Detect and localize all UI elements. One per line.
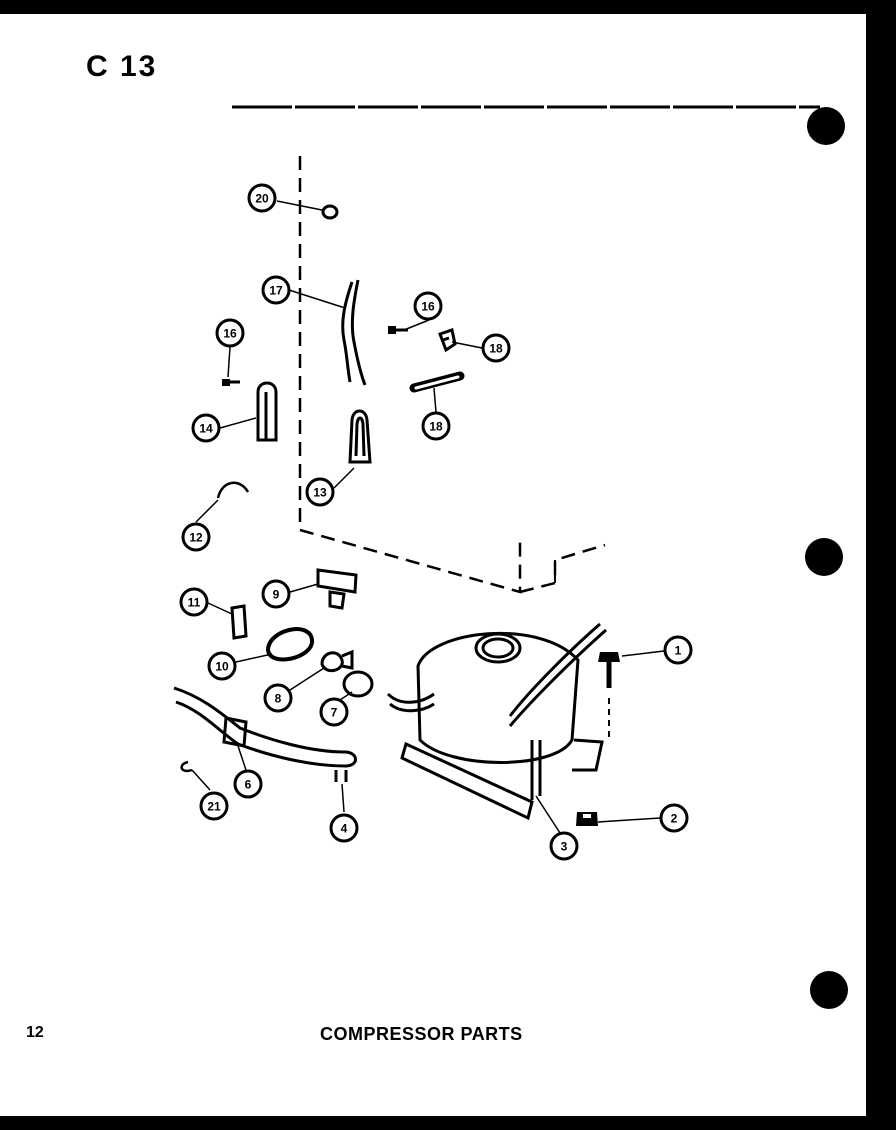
- part-channel: [173, 686, 357, 782]
- callout-circle: [329, 813, 359, 843]
- callout-2: 2: [659, 803, 689, 833]
- callout-circle: [191, 413, 221, 443]
- callout-10: 10: [207, 651, 237, 681]
- page-code: C 13: [86, 50, 158, 83]
- punch-hole-bottom: [810, 971, 848, 1009]
- callout-6: 6: [233, 769, 263, 799]
- part-wire-harness: [341, 279, 367, 386]
- part-bolt: [598, 652, 620, 688]
- callout-number: 3: [561, 840, 568, 854]
- page-edge: [805, 14, 896, 1130]
- callout-21: 21: [199, 791, 229, 821]
- callout-number: 10: [215, 660, 229, 674]
- page-caption: COMPRESSOR PARTS: [320, 1024, 523, 1044]
- part-spring-clip: [230, 604, 248, 640]
- punch-hole-middle: [805, 538, 843, 576]
- leader-lines: [191, 200, 665, 837]
- callout-20: 20: [247, 183, 277, 213]
- punch-hole-top: [807, 107, 845, 145]
- callout-circle: [207, 651, 237, 681]
- callout-circle: [215, 318, 245, 348]
- callout-12: 12: [181, 522, 211, 552]
- callout-number: 6: [245, 778, 252, 792]
- part-clip: [438, 328, 457, 353]
- callout-circle: [319, 697, 349, 727]
- callout-17: 17: [261, 275, 291, 305]
- callout-number: 18: [429, 420, 443, 434]
- callout-circle: [421, 411, 451, 441]
- callout-circle: [261, 275, 291, 305]
- part-overload: [320, 649, 354, 673]
- callout-circle: [549, 831, 579, 861]
- part-u-bracket: [348, 409, 372, 464]
- callout-14: 14: [191, 413, 221, 443]
- callout-18: 18: [481, 333, 511, 363]
- callout-circle: [233, 769, 263, 799]
- callout-number: 7: [331, 706, 338, 720]
- callout-3: 3: [549, 831, 579, 861]
- callout-number: 17: [269, 284, 283, 298]
- callout-circle: [659, 803, 689, 833]
- callout-18: 18: [421, 411, 451, 441]
- part-grommet: [576, 812, 598, 826]
- callout-circle: [263, 683, 293, 713]
- callout-number: 20: [255, 192, 269, 206]
- part-compressor: [386, 622, 607, 821]
- callout-number: 8: [275, 692, 282, 706]
- callout-number: 9: [273, 588, 280, 602]
- part-plug: [321, 204, 339, 220]
- part-wire-clip: [216, 481, 250, 499]
- callout-circle: [305, 477, 335, 507]
- callout-circle: [181, 522, 211, 552]
- callout-circle: [247, 183, 277, 213]
- callout-16: 16: [413, 291, 443, 321]
- part-cap: [342, 670, 374, 698]
- page-number: 12: [26, 1024, 44, 1041]
- callout-number: 18: [489, 342, 503, 356]
- callout-11: 11: [179, 587, 209, 617]
- callout-number: 21: [207, 800, 221, 814]
- callout-1: 1: [663, 635, 693, 665]
- callout-circle: [179, 587, 209, 617]
- callout-number: 13: [313, 486, 327, 500]
- callout-4: 4: [329, 813, 359, 843]
- part-tube: [409, 371, 465, 393]
- part-bracket: [256, 381, 278, 442]
- callout-circle: [413, 291, 443, 321]
- callout-number: 2: [671, 812, 678, 826]
- part-terminal-cover: [265, 627, 314, 662]
- callout-number: 14: [199, 422, 213, 436]
- callout-number: 16: [421, 300, 435, 314]
- callout-7: 7: [319, 697, 349, 727]
- callout-16: 16: [215, 318, 245, 348]
- callout-number: 16: [223, 327, 237, 341]
- callout-circle: [481, 333, 511, 363]
- callout-number: 4: [341, 822, 348, 836]
- callout-circle: [199, 791, 229, 821]
- callout-number: 11: [188, 596, 201, 610]
- callout-circle: [663, 635, 693, 665]
- callout-circle: [261, 579, 291, 609]
- part-screw-left: [222, 379, 240, 386]
- callout-number: 12: [189, 531, 203, 545]
- callout-8: 8: [263, 683, 293, 713]
- parts-sheet: [0, 14, 866, 1116]
- callout-number: 1: [675, 644, 682, 658]
- callout-13: 13: [305, 477, 335, 507]
- callout-9: 9: [261, 579, 291, 609]
- part-hairpin-clip: [180, 760, 193, 773]
- part-relay: [316, 568, 358, 610]
